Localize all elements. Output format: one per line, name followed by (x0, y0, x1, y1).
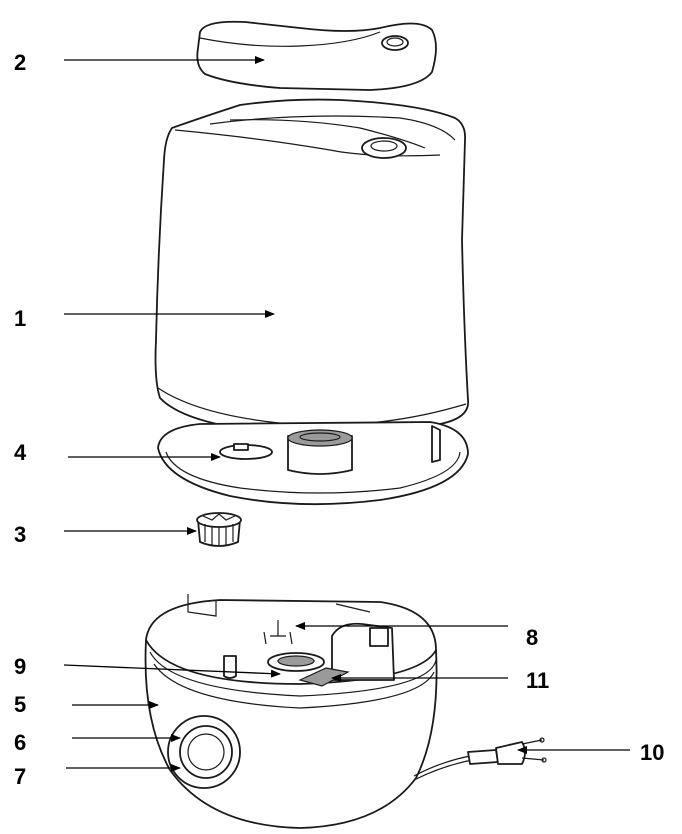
callout-number: 9 (14, 654, 26, 679)
callout-number: 7 (14, 764, 26, 789)
callout-4: 4 (14, 440, 221, 465)
callout-number: 11 (526, 668, 549, 693)
tank-tray (157, 421, 469, 506)
callout-10: 10 (517, 740, 664, 765)
callout-3: 3 (14, 522, 197, 547)
base-unit (144, 594, 438, 829)
leader-line (63, 664, 281, 678)
callout-1: 1 (14, 306, 275, 331)
callout-9: 9 (14, 654, 281, 679)
callout-11: 11 (331, 668, 549, 693)
callout-number: 3 (14, 522, 26, 547)
callout-7: 7 (14, 764, 181, 789)
callout-number: 1 (14, 306, 26, 331)
callout-number: 4 (14, 440, 27, 465)
callout-8: 8 (295, 622, 538, 650)
power-plug (413, 737, 547, 781)
water-tank (154, 98, 469, 436)
callout-number: 6 (14, 730, 26, 755)
valve-cap (196, 512, 242, 547)
callout-5: 5 (14, 692, 159, 717)
callout-6: 6 (14, 730, 181, 755)
callout-number: 8 (526, 625, 538, 650)
callout-number: 10 (640, 740, 664, 765)
callout-number: 5 (14, 692, 26, 717)
top-cover (196, 20, 437, 91)
callout-number: 2 (14, 50, 26, 75)
callout-2: 2 (14, 50, 265, 75)
